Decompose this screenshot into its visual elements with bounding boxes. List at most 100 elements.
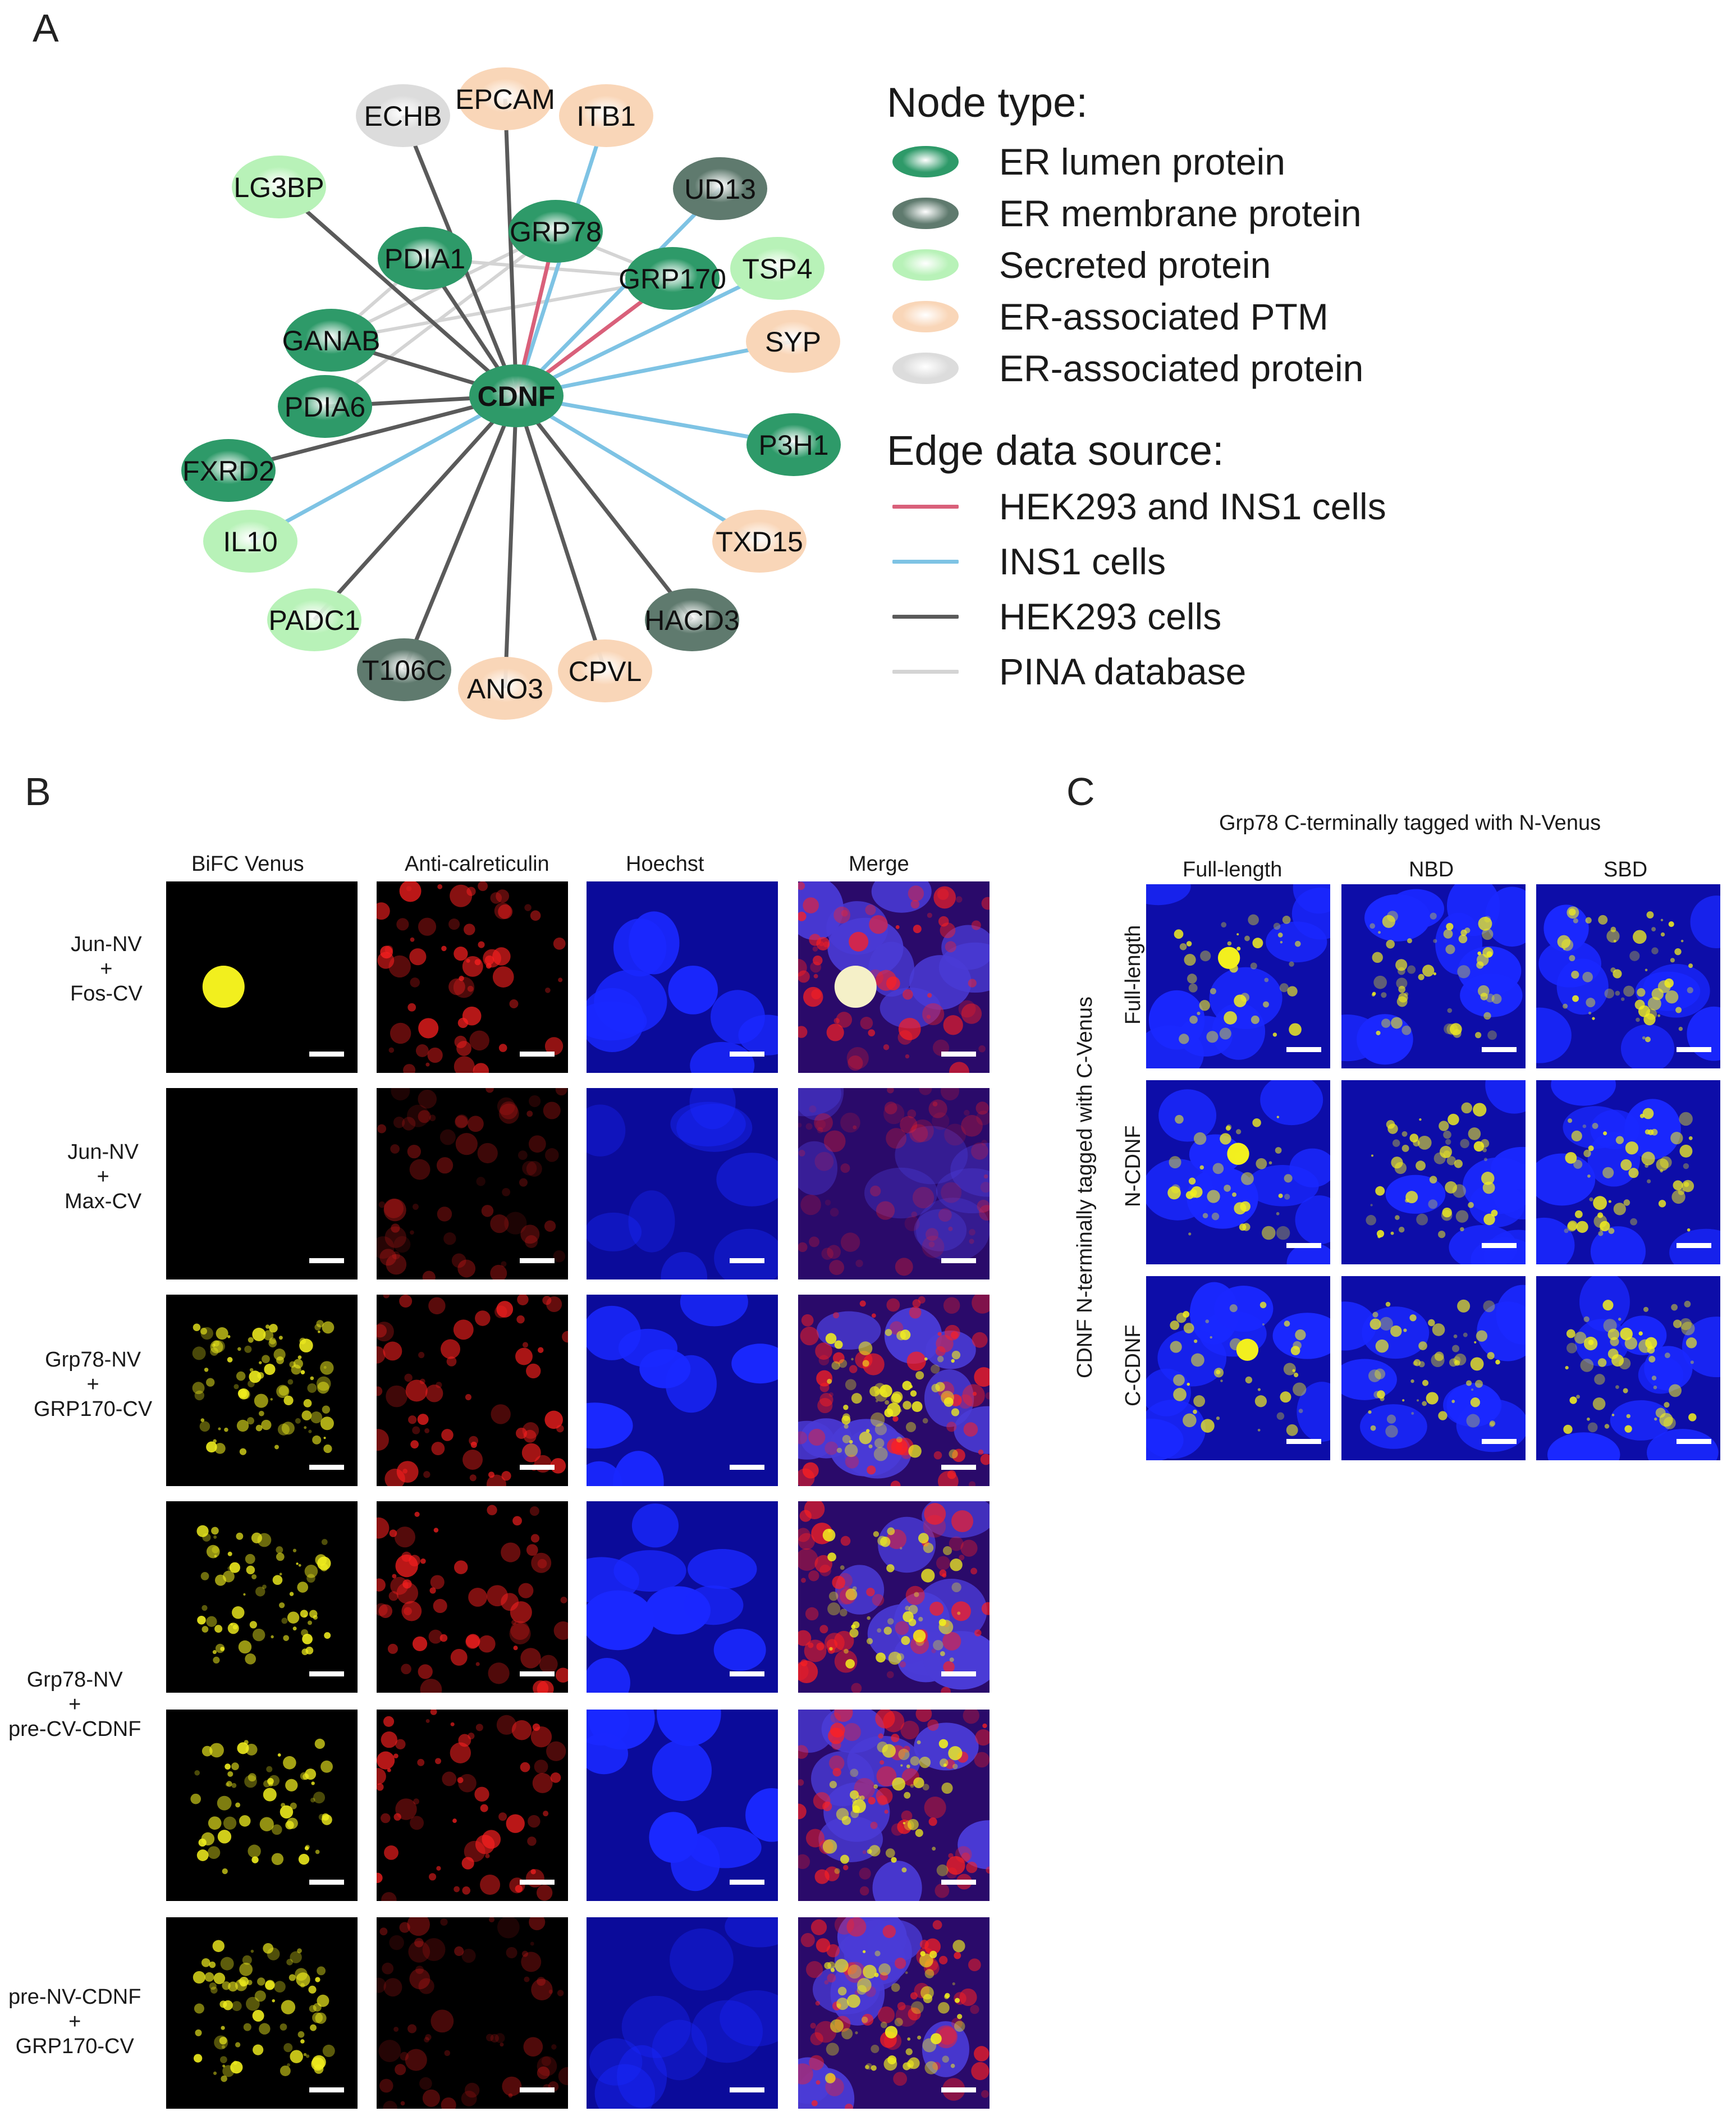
node-padc1: PADC1 bbox=[267, 588, 361, 651]
node-label: PADC1 bbox=[268, 605, 360, 636]
edge-hacd3 bbox=[515, 394, 694, 621]
legend-node-ptm: ER-associated PTM bbox=[892, 294, 1329, 339]
node-ganab: GANAB bbox=[282, 309, 381, 372]
scale-bar bbox=[730, 2087, 764, 2092]
edge-p3h1 bbox=[516, 394, 794, 447]
micrograph-c bbox=[1341, 1080, 1526, 1264]
panel-c-vertical-label: CDNF N-terminally tagged with C-Venus bbox=[1073, 996, 1097, 1378]
scale-bar bbox=[309, 1880, 344, 1885]
scale-bar bbox=[309, 1052, 344, 1057]
legend-label: INS1 cells bbox=[999, 541, 1166, 582]
edge-fxrd2 bbox=[228, 394, 517, 473]
micrograph-merge bbox=[798, 1501, 990, 1693]
legend-node-er_lumen: ER lumen protein bbox=[892, 139, 1285, 184]
row-label-line: Max-CV bbox=[65, 1190, 142, 1213]
panel-c-column-header: SBD bbox=[1604, 858, 1648, 881]
micrograph-hoechst bbox=[587, 1295, 778, 1486]
scale-bar bbox=[941, 1671, 976, 1676]
node-echb: ECHB bbox=[356, 84, 450, 147]
micrograph-calreticulin bbox=[377, 1501, 568, 1693]
scale-bar bbox=[730, 1052, 764, 1057]
pina-edge bbox=[324, 230, 557, 408]
legend-line-icon bbox=[892, 669, 959, 674]
panel-c-row-label: C-CDNF bbox=[1121, 1324, 1145, 1406]
row-label-line: Fos-CV bbox=[70, 982, 143, 1006]
row-label-line: Grp78-NV bbox=[26, 1668, 123, 1692]
node-ud13: UD13 bbox=[673, 157, 767, 220]
node-label: PDIA6 bbox=[285, 391, 366, 423]
node-label: UD13 bbox=[684, 173, 756, 205]
scale-bar bbox=[941, 2087, 976, 2092]
scale-bar bbox=[941, 1258, 976, 1263]
scale-bar bbox=[1482, 1243, 1517, 1248]
panel-b-row-label: Grp78-NV+GRP170-CV bbox=[34, 1347, 152, 1422]
micrograph-c bbox=[1146, 884, 1330, 1068]
micrograph-merge bbox=[798, 1917, 990, 2109]
edge-lg3bp bbox=[277, 185, 518, 397]
micrograph-hoechst bbox=[587, 1710, 778, 1901]
legend-line-icon bbox=[892, 614, 959, 619]
panel-b-column-header: Hoechst bbox=[626, 852, 704, 876]
row-label-line: pre-CV-CDNF bbox=[8, 1717, 141, 1741]
micrograph-c bbox=[1146, 1276, 1330, 1460]
node-pdia6: PDIA6 bbox=[278, 375, 372, 438]
node-type-heading: Node type: bbox=[887, 79, 1088, 126]
micrograph-hoechst bbox=[587, 1501, 778, 1693]
node-ano3: ANO3 bbox=[458, 657, 552, 720]
scale-bar bbox=[1677, 1047, 1711, 1052]
row-label-line: + bbox=[68, 1693, 81, 1716]
micrograph-hoechst bbox=[587, 881, 778, 1073]
micrograph-hoechst bbox=[587, 1088, 778, 1279]
node-label: FXRD2 bbox=[182, 455, 274, 487]
panel-b-column-header: Merge bbox=[849, 852, 909, 876]
panel-letter-b: B bbox=[25, 770, 51, 814]
legend-label: PINA database bbox=[999, 651, 1247, 692]
legend-line-icon bbox=[892, 504, 959, 509]
row-label-line: + bbox=[68, 2010, 81, 2033]
legend-swatch-icon bbox=[892, 146, 959, 177]
node-tsp4: TSP4 bbox=[730, 237, 825, 300]
node-label: GRP170 bbox=[619, 263, 726, 295]
micrograph-venus bbox=[166, 1710, 358, 1901]
node-p3h1: P3H1 bbox=[746, 413, 841, 476]
scale-bar bbox=[1677, 1439, 1711, 1444]
scale-bar bbox=[1677, 1243, 1711, 1248]
scale-bar bbox=[520, 1671, 555, 1676]
row-label-line: + bbox=[97, 1165, 109, 1189]
micrograph-c bbox=[1536, 1080, 1720, 1264]
micrograph-venus bbox=[166, 1917, 358, 2109]
panel-c-title: Grp78 C-terminally tagged with N-Venus bbox=[1219, 811, 1601, 835]
scale-bar bbox=[520, 1465, 555, 1470]
micrograph-c bbox=[1341, 884, 1526, 1068]
node-grp78: GRP78 bbox=[509, 200, 603, 263]
scale-bar bbox=[1482, 1047, 1517, 1052]
node-label: ANO3 bbox=[467, 673, 543, 705]
node-grp170: GRP170 bbox=[619, 247, 726, 310]
edge-epcam bbox=[503, 98, 519, 396]
edge-syp bbox=[516, 339, 794, 398]
node-lg3bp: LG3BP bbox=[232, 156, 326, 218]
node-label: P3H1 bbox=[758, 429, 828, 461]
node-itb1: ITB1 bbox=[559, 84, 653, 147]
panel-letter-a: A bbox=[33, 6, 59, 50]
panel-c-column-header: NBD bbox=[1409, 858, 1454, 881]
legend-node-er_membrane: ER membrane protein bbox=[892, 191, 1362, 236]
row-label-line: + bbox=[86, 1373, 99, 1396]
node-label: CPVL bbox=[569, 656, 642, 687]
legend-label: ER lumen protein bbox=[999, 141, 1285, 182]
row-label-line: GRP170-CV bbox=[15, 2035, 134, 2058]
micrograph-c bbox=[1341, 1276, 1526, 1460]
node-syp: SYP bbox=[746, 310, 840, 373]
node-label: PDIA1 bbox=[384, 243, 466, 275]
row-label-line: pre-NV-CDNF bbox=[8, 1985, 141, 2009]
micrograph-calreticulin bbox=[377, 881, 568, 1073]
micrograph-hoechst bbox=[587, 1917, 778, 2109]
legend-label: ER-associated protein bbox=[999, 348, 1364, 389]
legend-label: HEK293 cells bbox=[999, 596, 1222, 637]
scale-bar bbox=[309, 1465, 344, 1470]
legend-edge-edge_hek: HEK293 cells bbox=[892, 594, 1221, 639]
edge-cpvl bbox=[514, 395, 607, 672]
node-label: IL10 bbox=[223, 526, 277, 557]
scale-bar bbox=[520, 1258, 555, 1263]
node-label: GRP78 bbox=[510, 216, 602, 248]
